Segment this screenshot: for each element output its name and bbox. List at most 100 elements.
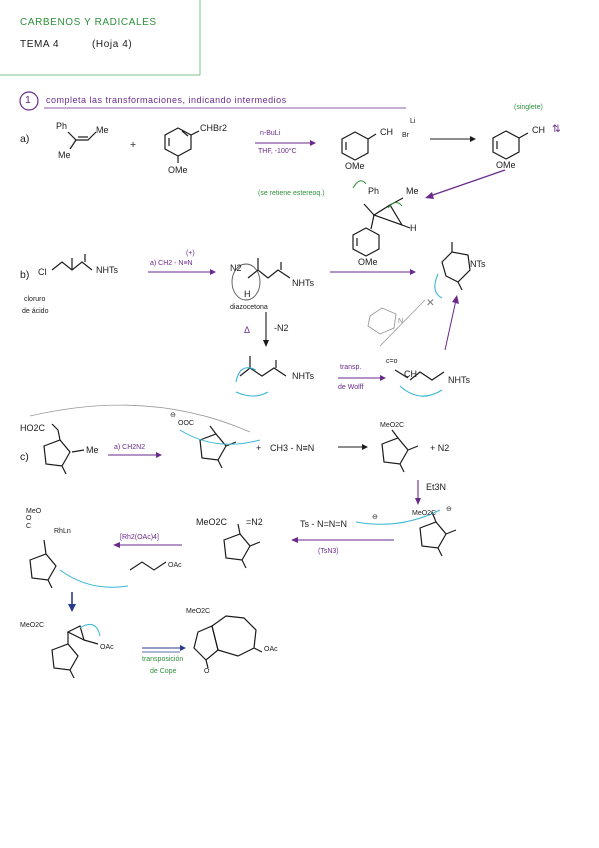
cond-bottom: THF, -100°C [258,148,297,155]
alkene-me2: Me [58,150,71,160]
cycloheptadiene [211,615,257,657]
cyclopropane-c [66,625,85,642]
diazo-nhts: NHTs [292,278,314,288]
diazo-caption: diazocetona [230,304,268,311]
carboxylate-charge: ⊖ [170,412,176,419]
azide-label: Ts - N=N=N [300,519,348,529]
wolff-line-2: de Wolff [338,384,364,391]
int-li: Li [410,118,416,125]
exercise-number: 1 [25,94,31,106]
final-meo2c: MeO2C [186,608,211,615]
carbene-ch: CH [532,125,545,135]
cyclopentenone-7 [51,643,79,671]
acid-label: HO2C [20,423,46,433]
part-b-label: b) [20,269,30,281]
part-b-cond-charge: (+) [186,250,195,257]
cyclopentanone-final [193,625,219,661]
diazomethane-label: CH3 - N≡N [270,443,315,453]
final-oxo: O [204,668,210,675]
int-ch: CH [380,127,393,137]
delta-symbol: Δ [244,325,251,335]
enolate-meo2c: MeO2C [412,510,437,517]
part-a-structures [67,127,529,257]
part-c-arrows [29,404,441,653]
diazo-meo2c: MeO2C [196,517,228,527]
part-b-structures [51,242,471,381]
rh-meo2c: MeO O C [26,508,42,530]
product-note: (se retiene estereoq.) [258,190,325,197]
acid-chloride-cl: Cl [38,267,47,277]
small-ring-n: N [398,318,404,325]
lactam-ring [441,251,471,283]
carbene-nhts: NHTs [292,371,314,381]
azide-charge: ⊖ [372,514,378,521]
lactam-nts: NTs [470,259,486,269]
benzene-ring-product [352,227,380,257]
cyclopropane [372,204,404,227]
rh-label: RhLn [54,528,71,535]
cond-top: n-BuLi [260,130,281,137]
allyl-oac: OAc [168,562,182,569]
cyclopentenone-2 [199,433,227,461]
ketene-ch: CH [404,369,417,379]
part-a-label: a) [20,133,30,145]
carboxylate-label: OOC [178,420,194,427]
header-sheet: (Hoja 4) [92,39,133,50]
cope-line-2: de Cope [150,668,177,675]
enolate-charge: ⊖ [446,506,452,513]
reagent-group: CHBr2 [200,123,228,133]
int-ome: OMe [345,161,365,171]
cyclopentenone-1 [43,439,71,467]
header-topic: TEMA 4 [20,39,60,50]
ester-meo2c: MeO2C [380,422,405,429]
header-box [0,0,201,76]
part-b-cond: a) CH2 - N≡N [150,260,193,267]
alkene-me1: Me [96,125,109,135]
cross-mark: ✕ [426,297,435,309]
minus-n2: -N2 [274,323,289,333]
final-oac: OAc [264,646,278,653]
carbene-spin: ⇅ [552,123,561,135]
int-br: Br [402,132,409,139]
part-c-me: Me [86,445,99,455]
carbene-ome: OMe [496,160,516,170]
exercise-statement: completa las transformaciones, indicando… [46,95,287,105]
diazo-n2: N2 [230,263,242,273]
diazo-h: H [244,289,251,299]
part-b-arrows [148,269,459,397]
acid-chloride-nhts: NHTs [96,265,118,275]
plus-sign: + [130,139,137,151]
part-a-arrows [255,136,506,209]
cyclo-meo2c: MeO2C [20,622,45,629]
cyclo-oac: OAc [100,644,114,651]
catalyst-label: [Rh2(OAc)4] [120,534,159,541]
plus-sign-c: + [256,443,262,453]
product-ome: OMe [358,257,378,267]
part-c-label: c) [20,451,29,463]
cope-line-1: transposición [142,656,184,663]
caption-line-2: de ácido [22,308,49,315]
reagent-ome: OMe [168,165,188,175]
base-label: Et3N [426,482,447,492]
plus-n2: + N2 [430,443,450,453]
ketene-label: c=o [386,358,398,365]
diazo-n2-c: =N2 [246,517,263,527]
product-ph: Ph [368,186,380,196]
exercise-number-circle [19,91,39,111]
tsn3-label: (TsN3) [318,548,339,555]
cyclopentenone-3 [381,437,409,465]
cyclopentenone-6 [29,553,57,581]
diazo-circle [231,263,261,301]
ketene-nhts: NHTs [448,375,470,385]
cyclopentenone-4 [419,521,447,549]
caption-line-1: cloruro [24,296,46,303]
carbene-note: (singlete) [514,104,543,111]
header-title: CARBENOS Y RADICALES [20,17,157,28]
product-me: Me [406,186,419,196]
cyclopentenone-5 [223,533,251,561]
product-h: H [410,223,417,233]
wolff-line-1: transp. [340,364,362,371]
part-c-cond: a) CH2N2 [114,444,146,451]
